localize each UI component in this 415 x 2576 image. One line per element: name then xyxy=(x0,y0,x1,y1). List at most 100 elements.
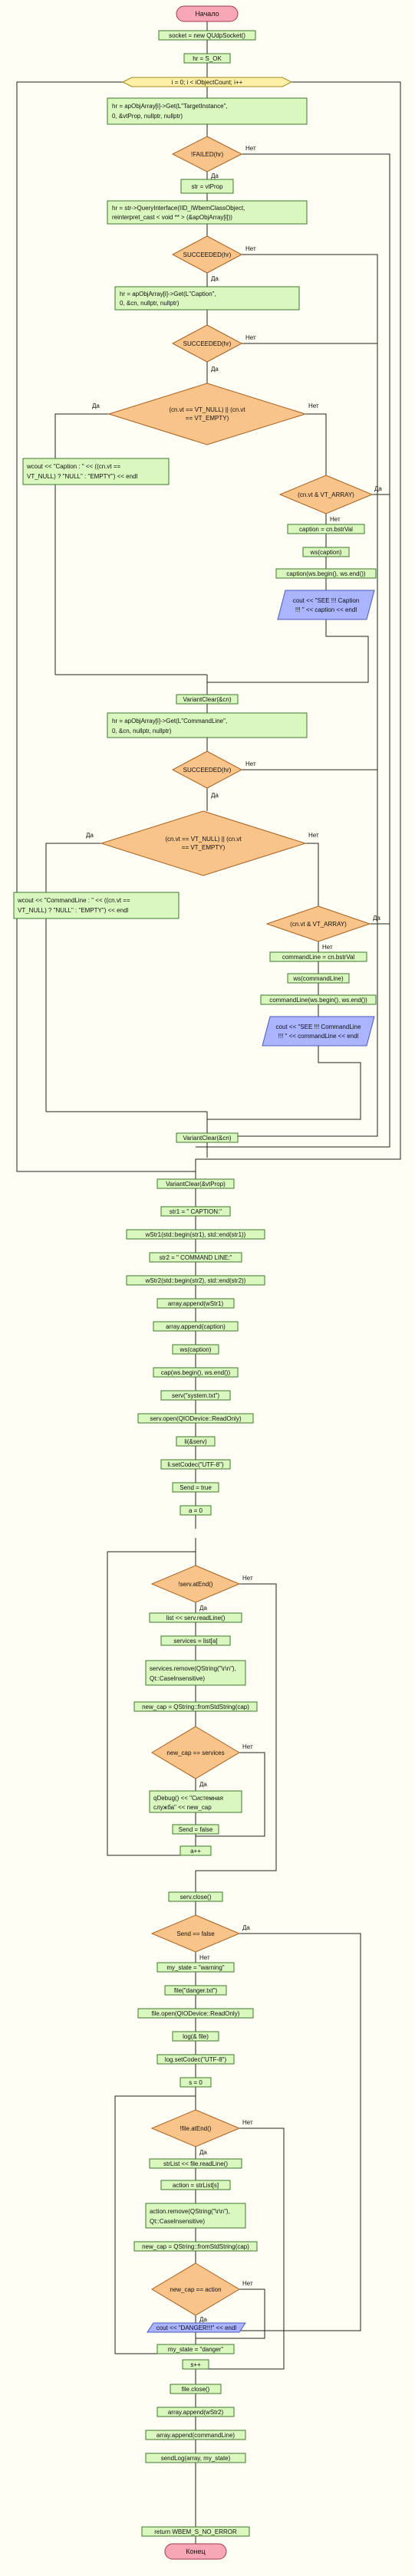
send-true-node: Send = true xyxy=(172,1482,219,1493)
services-remove-node: services.remove(QString("\r\n"), Qt::Cas… xyxy=(145,1660,246,1686)
svg-text:Нет: Нет xyxy=(322,944,333,951)
newcap-action-decision: new_cap == action Нет Да xyxy=(151,2262,253,2323)
svg-text:action = strList[s]: action = strList[s] xyxy=(173,2182,219,2189)
a-zero-node: a = 0 xyxy=(180,1505,212,1516)
svg-text:new_cap == action: new_cap == action xyxy=(170,2286,221,2293)
svg-text:file("danger.txt"): file("danger.txt") xyxy=(174,1987,218,1994)
caption-bstr-node: caption = cn.bstrVal xyxy=(287,524,365,534)
svg-text:(cn.vt == VT_NULL) || (cn.vt: (cn.vt == VT_NULL) || (cn.vt xyxy=(169,406,245,413)
svg-text:Нет: Нет xyxy=(242,1743,253,1750)
svg-text:Нет: Нет xyxy=(242,1575,253,1582)
cout-danger-io: cout << "DANGER!!!" << endl xyxy=(147,2322,246,2333)
file-atend-decision: !file.atEnd() Нет Да xyxy=(150,2109,253,2156)
svg-text:commandLine = cn.bstrVal: commandLine = cn.bstrVal xyxy=(282,954,355,961)
svg-text:Нет: Нет xyxy=(308,402,319,409)
svg-text:str1 = " CAPTION:": str1 = " CAPTION:" xyxy=(170,1208,222,1215)
variant-clear-node-2: VariantClear(&cn) xyxy=(176,1132,239,1143)
get-target-node: hr = apObjArray[i]->Get(L"TargetInstance… xyxy=(107,97,308,125)
svg-text:a++: a++ xyxy=(190,1848,201,1855)
svg-text:Qt::CaseInsensitive): Qt::CaseInsensitive) xyxy=(150,2218,205,2225)
svg-text:sendLog(array, my_state): sendLog(array, my_state) xyxy=(161,2455,231,2462)
li-serv-node: li(&serv) xyxy=(176,1436,216,1447)
svg-text:hr = apObjArray[i]->Get(L"Capt: hr = apObjArray[i]->Get(L"Caption", xyxy=(120,291,216,297)
new-cap-node-1: new_cap = QString::fromStdString(cap) xyxy=(133,1701,258,1712)
svg-text:== VT_EMPTY): == VT_EMPTY) xyxy=(186,415,229,422)
svg-text:hr = str->QueryInterface(IID_I: hr = str->QueryInterface(IID_IWbemClassO… xyxy=(112,205,245,212)
newcap-services-decision: new_cap == services Нет Да xyxy=(151,1726,253,1788)
serv-atend-decision: !serv.atEnd() Нет Да xyxy=(150,1565,253,1612)
if-failed-decision: !FAILED(hr) Нет Да xyxy=(171,136,256,179)
svg-text:new_cap = QString::fromStdStri: new_cap = QString::fromStdString(cap) xyxy=(142,2243,249,2250)
svg-text:li(&serv): li(&serv) xyxy=(184,1438,207,1445)
svg-text:s = 0: s = 0 xyxy=(189,2079,203,2086)
cap-assign-node: cap(ws.begin(), ws.end()) xyxy=(153,1367,239,1378)
append-wstr2-node: array.append(wStr2) xyxy=(156,2407,235,2417)
file-close-node: file.close() xyxy=(170,2384,222,2394)
svg-text:Нет: Нет xyxy=(308,832,319,839)
svg-text:!file.atEnd(): !file.atEnd() xyxy=(180,2125,212,2132)
file-danger-node: file("danger.txt") xyxy=(164,1985,227,1996)
return-node: return WBEM_S_NO_ERROR xyxy=(141,2526,250,2537)
li-codec-node: li.setCodec("UTF-8") xyxy=(160,1459,231,1470)
my-state-warning-node: my_state = "warning" xyxy=(156,1962,235,1973)
cmdline-bstr-node: commandLine = cn.bstrVal xyxy=(269,951,367,962)
svg-text:ws(caption): ws(caption) xyxy=(310,549,342,556)
svg-text:a = 0: a = 0 xyxy=(189,1507,203,1514)
svg-text:Да: Да xyxy=(199,2149,207,2156)
svg-text:action.remove(QString("\r\n"),: action.remove(QString("\r\n"), xyxy=(150,2208,230,2215)
svg-text:Send = true: Send = true xyxy=(180,1484,212,1491)
svg-text:serv("system.txt"): serv("system.txt") xyxy=(172,1392,219,1399)
cmdline-assign-node: commandLine(ws.begin(), ws.end()) xyxy=(260,994,377,1005)
get-cmdline-node: hr = apObjArray[i]->Get(L"CommandLine", … xyxy=(107,712,308,738)
svg-text:log(& file): log(& file) xyxy=(183,2033,209,2040)
svg-text:== VT_EMPTY): == VT_EMPTY) xyxy=(182,844,226,851)
action-list-node: action = strList[s] xyxy=(160,2180,231,2190)
send-false-node: Send = false xyxy=(172,1824,219,1835)
svg-text:socket = new QUdpSocket(): socket = new QUdpSocket() xyxy=(169,32,245,39)
svg-text:qDebug() << "Системная: qDebug() << "Системная xyxy=(153,1795,223,1802)
svg-text:my_state = "warning": my_state = "warning" xyxy=(166,1964,224,1971)
svg-text:Нет: Нет xyxy=(330,516,341,523)
ws-cmdline-node: ws(commandLine) xyxy=(287,973,350,984)
svg-text:VariantClear(&cn): VariantClear(&cn) xyxy=(183,696,232,703)
wcout-caption-node: wcout << "Caption : " << ((cn.vt == VT_N… xyxy=(22,458,170,485)
svg-text:s++: s++ xyxy=(190,2361,201,2368)
str2-node: str2 = " COMMAND LINE:" xyxy=(149,1252,242,1263)
svg-text:Нет: Нет xyxy=(242,2119,253,2126)
svg-text:Да: Да xyxy=(199,2316,207,2323)
svg-text:SUCCEEDED(hr): SUCCEEDED(hr) xyxy=(183,340,232,347)
svg-text:wcout << "Caption : " << ((cn.: wcout << "Caption : " << ((cn.vt == xyxy=(26,463,121,470)
svg-text:!!! " << caption << endl: !!! " << caption << endl xyxy=(295,606,357,613)
svg-text:VT_NULL) ? "NULL" : "EMPTY") <: VT_NULL) ? "NULL" : "EMPTY") << endl xyxy=(18,907,129,914)
svg-text:array.append(commandLine): array.append(commandLine) xyxy=(156,2432,235,2439)
my-state-danger-node: my_state = "danger" xyxy=(156,2344,235,2354)
str1-node: str1 = " CAPTION:" xyxy=(160,1206,231,1217)
s-inc-node: s++ xyxy=(182,2359,209,2370)
wstr1-node: wStr1(std::begin(str1), std::end(str1)) xyxy=(126,1229,265,1240)
caption-assign-node: caption(ws.begin(), ws.end()) xyxy=(275,568,377,579)
svg-text:Да: Да xyxy=(86,832,94,839)
append-cmdline-node: array.append(commandLine) xyxy=(145,2430,246,2440)
a-inc-node: a++ xyxy=(180,1845,212,1856)
svg-text:Qt::CaseInsensitive): Qt::CaseInsensitive) xyxy=(150,1675,205,1682)
send-log-node: sendLog(array, my_state) xyxy=(145,2453,246,2463)
svg-text:Да: Да xyxy=(211,366,219,373)
svg-text:Да: Да xyxy=(374,485,382,492)
svg-text:cout << "DANGER!!!" << endl: cout << "DANGER!!!" << endl xyxy=(156,2325,237,2331)
svg-text:cap(ws.begin(), ws.end()): cap(ws.begin(), ws.end()) xyxy=(161,1369,231,1376)
svg-text:VariantClear(&vtProp): VariantClear(&vtProp) xyxy=(166,1181,226,1188)
svg-text:(cn.vt & VT_ARRAY): (cn.vt & VT_ARRAY) xyxy=(298,491,354,498)
svg-text:cout << "SEE !!! CommandLine: cout << "SEE !!! CommandLine xyxy=(276,1024,361,1030)
svg-text:new_cap = QString::fromStdStri: new_cap = QString::fromStdString(cap) xyxy=(142,1704,249,1710)
svg-text:ws(commandLine): ws(commandLine) xyxy=(292,975,344,982)
svg-text:Да: Да xyxy=(373,915,380,922)
file-open-node: file.open(QIODevice::ReadOnly) xyxy=(137,2008,254,2019)
svg-text:SUCCEEDED(hr): SUCCEEDED(hr) xyxy=(183,767,232,774)
svg-text:array.append(caption): array.append(caption) xyxy=(166,1323,226,1330)
svg-text:wcout << "CommandLine : " << (: wcout << "CommandLine : " << ((cn.vt == xyxy=(17,897,130,904)
svg-text:VariantClear(&cn): VariantClear(&cn) xyxy=(183,1135,232,1142)
log-codec-node: log.setCodec("UTF-8") xyxy=(156,2054,235,2065)
svg-text:services = list[a]: services = list[a] xyxy=(173,1638,217,1644)
svg-text:Да: Да xyxy=(199,1605,207,1612)
cout-cmdline-io: cout << "SEE !!! CommandLine !!! " << co… xyxy=(262,1016,375,1046)
